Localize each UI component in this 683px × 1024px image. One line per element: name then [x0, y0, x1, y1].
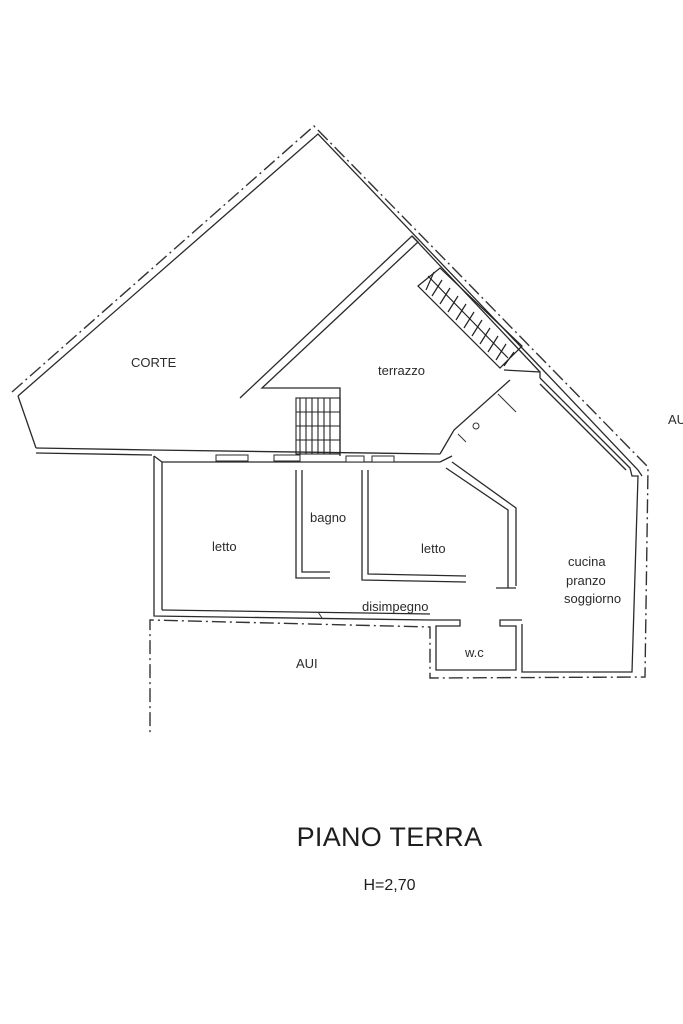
stairs-lower [295, 397, 341, 455]
stairs-upper [417, 267, 523, 369]
room-label-letto-right: letto [421, 541, 446, 556]
room-label-letto-left: letto [212, 539, 237, 554]
room-label-bagno: bagno [310, 510, 346, 525]
room-label-wc: w.c [464, 645, 484, 660]
plan-title: PIANO TERRA [296, 822, 483, 852]
room-label-soggiorno: soggiorno [564, 591, 621, 606]
room-label-cucina: cucina [568, 554, 606, 569]
room-label-terrazzo: terrazzo [378, 363, 425, 378]
property-boundary [11, 125, 649, 735]
room-label-aui-bottom: AUI [296, 656, 318, 671]
windows [215, 454, 395, 463]
room-label-pranzo: pranzo [566, 573, 606, 588]
door-marks [317, 393, 517, 619]
plan-height-label: H=2,70 [363, 877, 416, 894]
room-label-aui-right: AU [668, 412, 683, 427]
room-label-disimpegno: disimpegno [362, 599, 429, 614]
room-label-corte: CORTE [131, 355, 177, 370]
